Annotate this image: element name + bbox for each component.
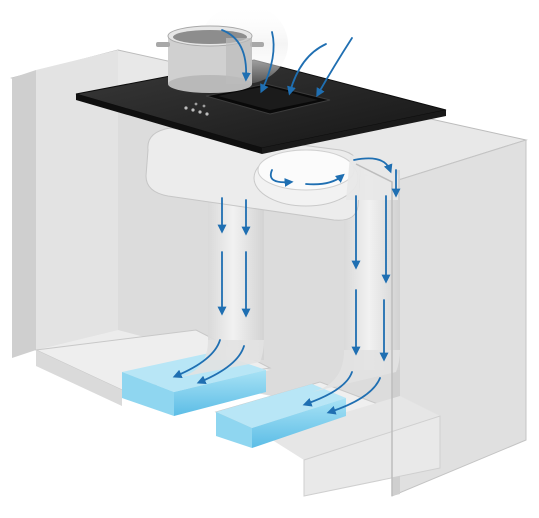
pot-handle-left: [156, 42, 170, 47]
control-dot: [203, 105, 206, 108]
cooking-pot: [156, 26, 264, 93]
control-dot: [198, 110, 201, 113]
cabinet-left-panel: [12, 70, 36, 358]
pot-handle-right: [250, 42, 264, 47]
left-duct: [208, 188, 264, 360]
control-dot: [195, 103, 198, 106]
control-dot: [205, 112, 208, 115]
control-dot: [191, 108, 194, 111]
control-dot: [184, 106, 187, 109]
